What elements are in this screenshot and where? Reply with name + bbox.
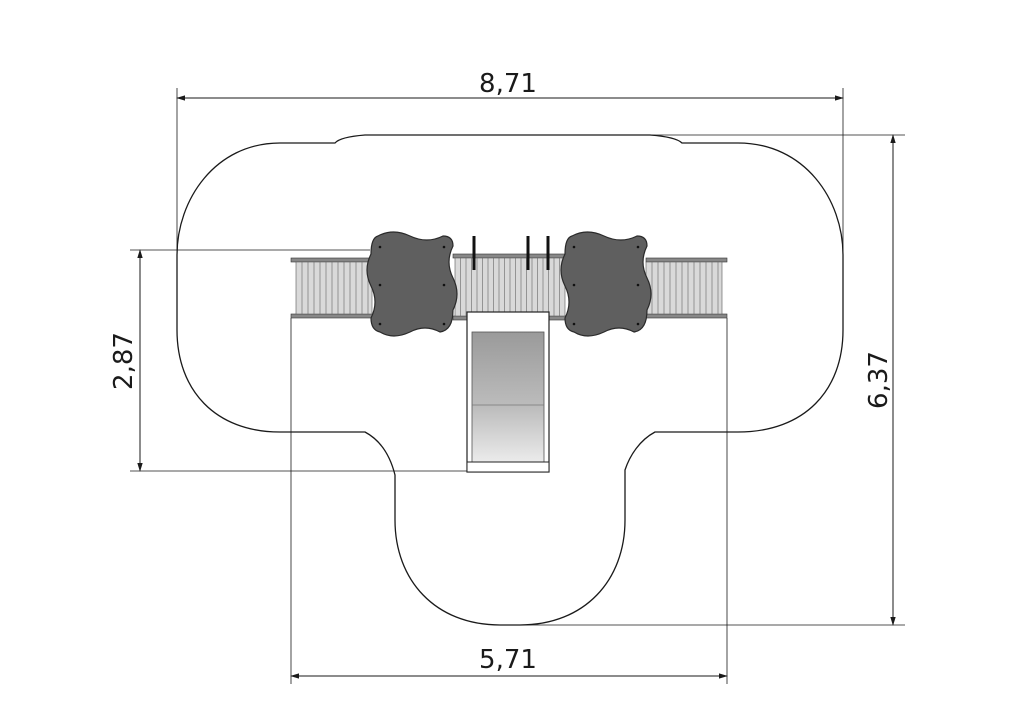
left-tower-roof	[366, 231, 458, 337]
right-tower-roof	[560, 231, 652, 337]
dimension-label-overall-width: 8,71	[479, 69, 537, 99]
slide	[466, 311, 550, 473]
dimension-label-structure-depth: 2,87	[109, 332, 139, 390]
dimension-label-structure-width: 5,71	[479, 645, 537, 675]
extension-lines	[130, 88, 905, 684]
right-bridge	[645, 257, 728, 319]
left-bridge	[290, 257, 374, 319]
tower-bolts	[378, 245, 640, 326]
dimension-label-overall-depth: 6,37	[864, 351, 894, 409]
dimension-lines	[137, 95, 896, 679]
